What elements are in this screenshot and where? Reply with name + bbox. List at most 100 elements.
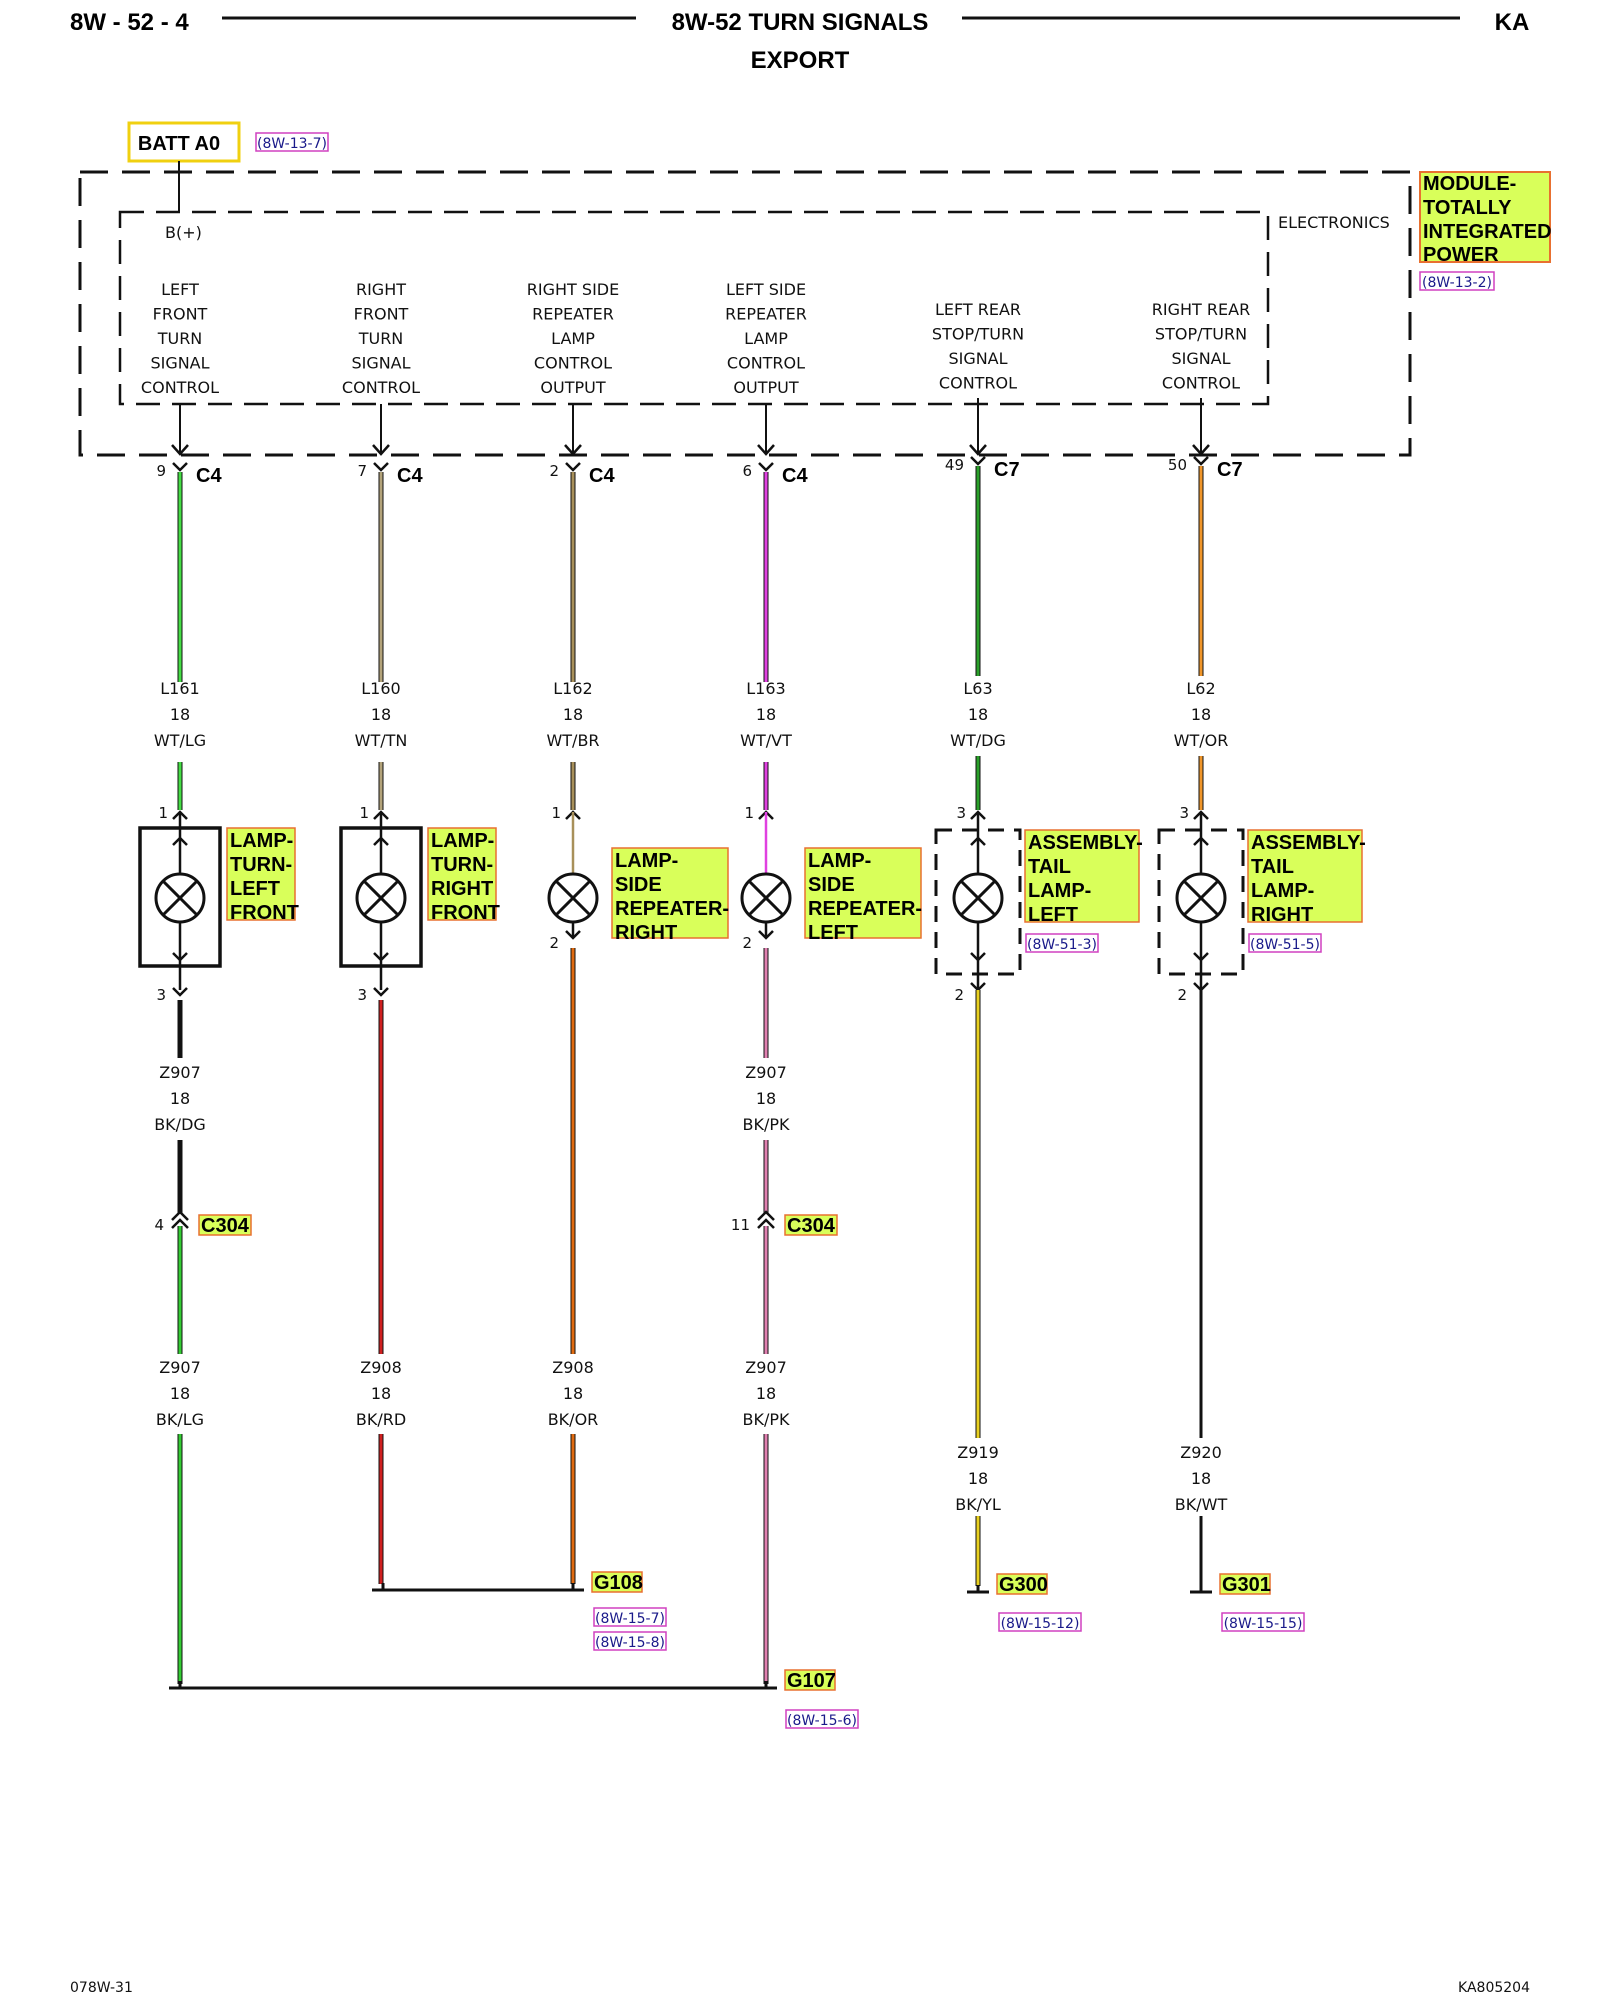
wire-gauge: 18: [170, 705, 190, 724]
connector-pin-number: 6: [742, 462, 752, 480]
page-title: 8W-52 TURN SIGNALS: [672, 9, 929, 36]
circuit-function-label: OUTPUT: [733, 378, 798, 397]
lamp-pin-out: 3: [156, 986, 166, 1004]
circuit-function-label: OUTPUT: [540, 378, 605, 397]
wire-color: WT/VT: [740, 731, 792, 750]
wire-gauge: 18: [371, 705, 391, 724]
lamp-name-line: TAIL: [1028, 856, 1071, 878]
connector-name: C7: [1217, 459, 1243, 481]
wire-color: BK/RD: [356, 1410, 406, 1429]
wire-gauge: 18: [170, 1089, 190, 1108]
circuit-function-label: LEFT: [161, 280, 199, 299]
circuit-function-label: RIGHT REAR: [1152, 300, 1250, 319]
pin-terminal-icon: [758, 462, 774, 472]
footer-right: KA805204: [1458, 1980, 1530, 1996]
bulb-icon: [355, 872, 407, 924]
wire-color: WT/LG: [154, 731, 206, 750]
circuit-function-label: FRONT: [354, 305, 409, 324]
ground-ref-link[interactable]: (8W-15-8): [595, 1635, 665, 1651]
circuit-function-label: SIGNAL: [351, 354, 410, 373]
lamp-name-line: LAMP-: [230, 830, 293, 852]
lamp-pin-in: 1: [158, 804, 168, 822]
connector-pin-number: 49: [945, 456, 964, 474]
lamp-ref-link[interactable]: (8W-51-5): [1250, 937, 1320, 953]
ground-g301: G301 (8W-15-15): [1188, 1573, 1305, 1632]
wire-code: Z908: [552, 1358, 594, 1377]
lamp-name-line: FRONT: [230, 902, 299, 924]
arrow-icon: [564, 444, 582, 456]
lamp-name-line: LAMP-: [615, 850, 678, 872]
wire-color: BK/WT: [1175, 1495, 1228, 1514]
lamp-name-line: REPEATER-: [615, 898, 729, 920]
connector-pin-number: 2: [549, 462, 559, 480]
power-ref-link[interactable]: (8W-13-7): [257, 136, 327, 152]
wire-code: L62: [1186, 679, 1215, 698]
pin-terminal-icon: [172, 952, 188, 962]
ground-ref-link[interactable]: (8W-15-7): [595, 1611, 665, 1627]
circuit-function-label: LEFT SIDE: [726, 280, 806, 299]
electronics-label: ELECTRONICS: [1278, 213, 1390, 232]
connector-pin-number: 50: [1168, 456, 1187, 474]
wire-color: WT/DG: [950, 731, 1006, 750]
pin-terminal-icon: [565, 462, 581, 472]
lamp-ref-link[interactable]: (8W-51-3): [1027, 937, 1097, 953]
circuit-function-label: TURN: [358, 329, 404, 348]
ground-ref-link[interactable]: (8W-15-12): [1001, 1616, 1080, 1632]
lamp-pin-in: 3: [956, 804, 966, 822]
wire-color: WT/BR: [546, 731, 599, 750]
wire-code: Z908: [360, 1358, 402, 1377]
ground-ref-link[interactable]: (8W-15-15): [1224, 1616, 1303, 1632]
lamp-name-line: SIDE: [808, 874, 855, 896]
lamp-name-line: TURN-: [230, 854, 292, 876]
module-name-0: MODULE-: [1423, 173, 1516, 195]
bulb-icon: [154, 872, 206, 924]
circuit-function-label: CONTROL: [141, 378, 219, 397]
wire-gauge: 18: [371, 1384, 391, 1403]
ground-name: G108: [594, 1572, 643, 1594]
lamp-name-line: FRONT: [431, 902, 500, 924]
lamp-name-line: TURN-: [431, 854, 493, 876]
pin-terminal-icon: [1193, 952, 1209, 962]
pin-terminal-icon: [373, 836, 389, 846]
bplus-label: B(+): [165, 223, 202, 242]
ground-g300: G300 (8W-15-12): [965, 1573, 1082, 1632]
lamp-name-line: LEFT: [1028, 904, 1078, 926]
wire-code: Z907: [159, 1063, 201, 1082]
wire-gauge: 18: [563, 1384, 583, 1403]
module-ref-link[interactable]: (8W-13-2): [1422, 275, 1492, 291]
circuit-function-label: STOP/TURN: [932, 325, 1024, 344]
ground-ref-link[interactable]: (8W-15-6): [787, 1713, 857, 1729]
arrow-icon: [969, 444, 987, 456]
pin-terminal-icon: [373, 987, 389, 997]
lamp-pin-out: 2: [549, 934, 559, 952]
circuit-function-label: SIGNAL: [948, 349, 1007, 368]
pin-terminal-icon: [758, 930, 774, 940]
circuit-function-label: LAMP: [551, 329, 595, 348]
wire-code: L160: [361, 679, 400, 698]
inline-connector-pin: 4: [154, 1216, 164, 1234]
inline-connector-icon: [171, 1210, 189, 1221]
ground-g107: G107 (8W-15-6): [167, 1669, 859, 1729]
lamp-name-line: LAMP-: [808, 850, 871, 872]
wire-color: BK/LG: [156, 1410, 204, 1429]
module-name-2: INTEGRATED: [1423, 221, 1552, 243]
lamp-pin-in: 1: [744, 804, 754, 822]
wire-code: L162: [553, 679, 592, 698]
wire-code: L63: [963, 679, 992, 698]
wire-color: BK/YL: [955, 1495, 1001, 1514]
lamp-name-line: RIGHT: [1251, 904, 1313, 926]
pin-terminal-icon: [970, 836, 986, 846]
connector-name: C4: [196, 465, 222, 487]
lamp-pin-out: 2: [954, 986, 964, 1004]
circuit-function-label: TURN: [157, 329, 203, 348]
wire-color: BK/DG: [154, 1115, 206, 1134]
lamp-name-line: RIGHT: [431, 878, 493, 900]
circuit-function-label: RIGHT: [356, 280, 406, 299]
